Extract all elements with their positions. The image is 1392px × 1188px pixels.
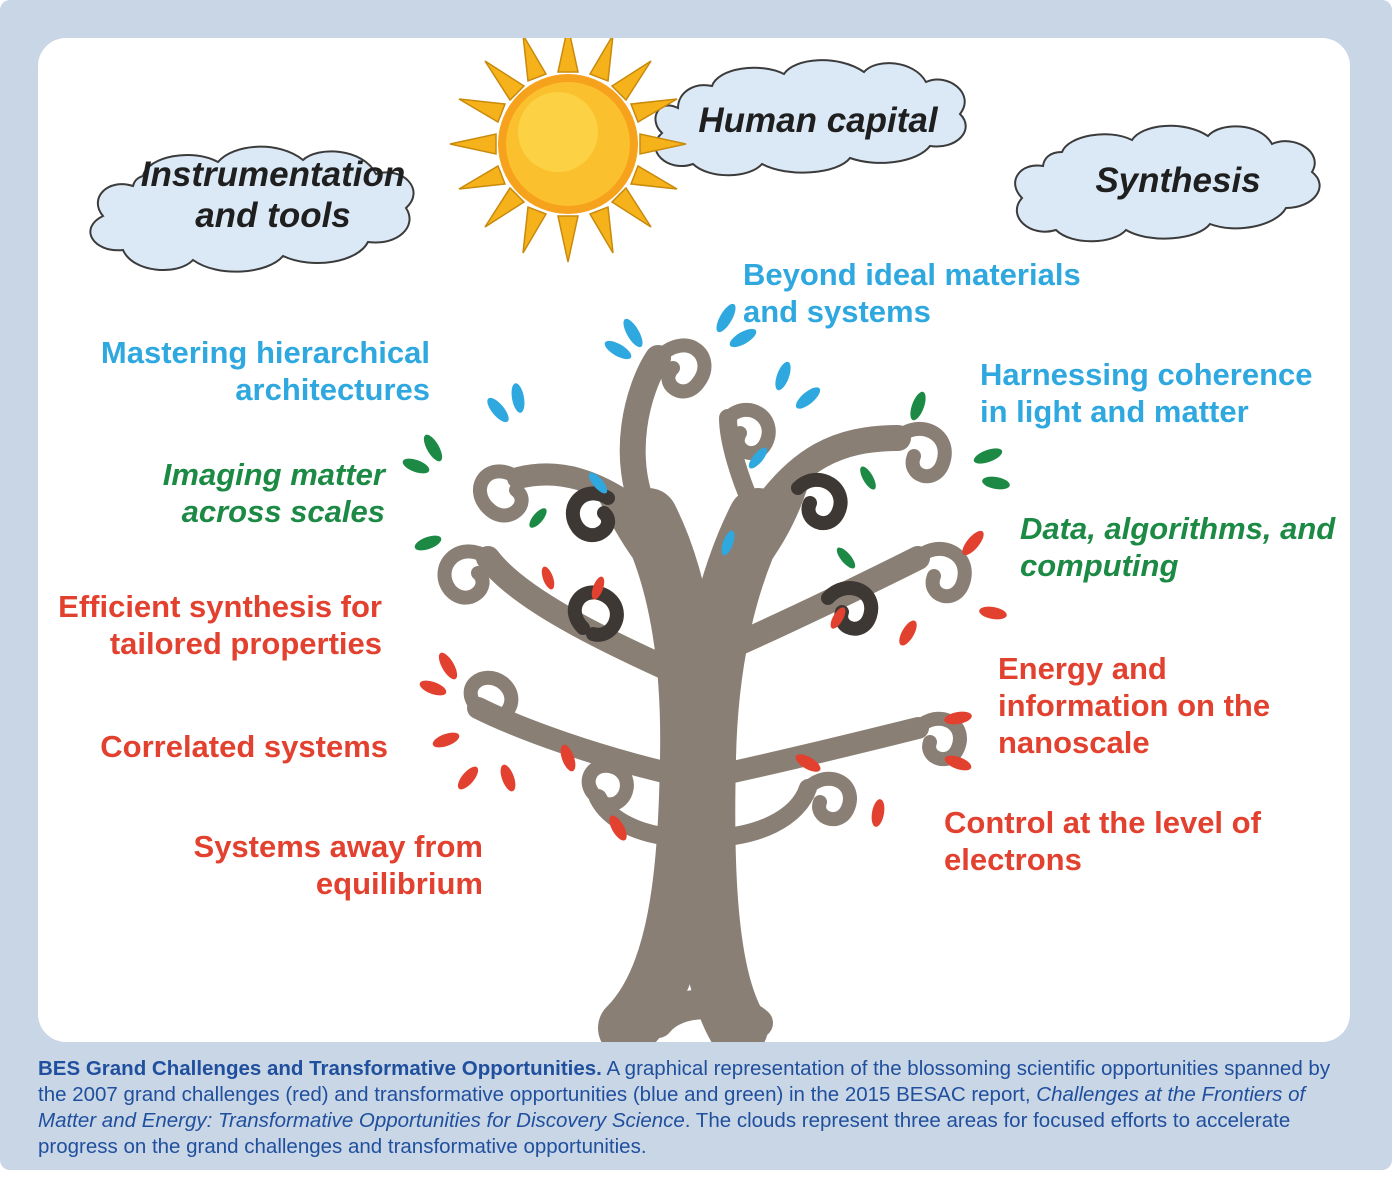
- illustration-panel: Instrumentation and tools Human capital …: [38, 38, 1350, 1042]
- label-mastering: Mastering hierarchical architectures: [100, 335, 430, 407]
- cloud-instrumentation: [89, 145, 415, 273]
- caption-text-2: . The clouds represent three areas for f…: [38, 1109, 1291, 1158]
- label-data: Data, algorithms, and computing: [1020, 511, 1336, 583]
- label-imaging: Imaging matter across scales: [162, 457, 385, 529]
- tree-trunk: [467, 345, 930, 1042]
- tree-spirals: [437, 338, 972, 826]
- label-away: Systems away from equilibrium: [193, 829, 483, 901]
- cloud-text-synthesis: Synthesis: [1095, 161, 1261, 200]
- caption-report-title: Challenges at the Frontiers of Matter an…: [38, 1083, 1306, 1132]
- sun-icon: [449, 38, 687, 263]
- label-control: Control at the level of electrons: [944, 805, 1261, 877]
- caption-text-1: A graphical representation of the blosso…: [38, 1057, 1331, 1106]
- label-correlated: Correlated systems: [100, 729, 388, 764]
- leaves-red: [419, 530, 1007, 841]
- cloud-text-instrumentation: Instrumentation and tools: [140, 155, 406, 235]
- cloud-human-capital: [654, 59, 967, 177]
- tree-illustration: [89, 38, 1321, 1042]
- label-energy-info: Energy and information on the nanoscale: [998, 651, 1271, 760]
- cloud-text-human-capital: Human capital: [698, 101, 938, 140]
- caption-title: BES Grand Challenges and Transformative …: [38, 1057, 602, 1080]
- figure-caption: BES Grand Challenges and Transformative …: [38, 1056, 1358, 1160]
- label-harnessing: Harnessing coherence in light and matter: [980, 357, 1313, 429]
- leaves-blue: [487, 303, 821, 556]
- cloud-synthesis: [1014, 124, 1321, 243]
- label-beyond-ideal: Beyond ideal materials and systems: [743, 257, 1081, 329]
- leaves-green: [402, 391, 1010, 569]
- label-efficient: Efficient synthesis for tailored propert…: [58, 589, 382, 661]
